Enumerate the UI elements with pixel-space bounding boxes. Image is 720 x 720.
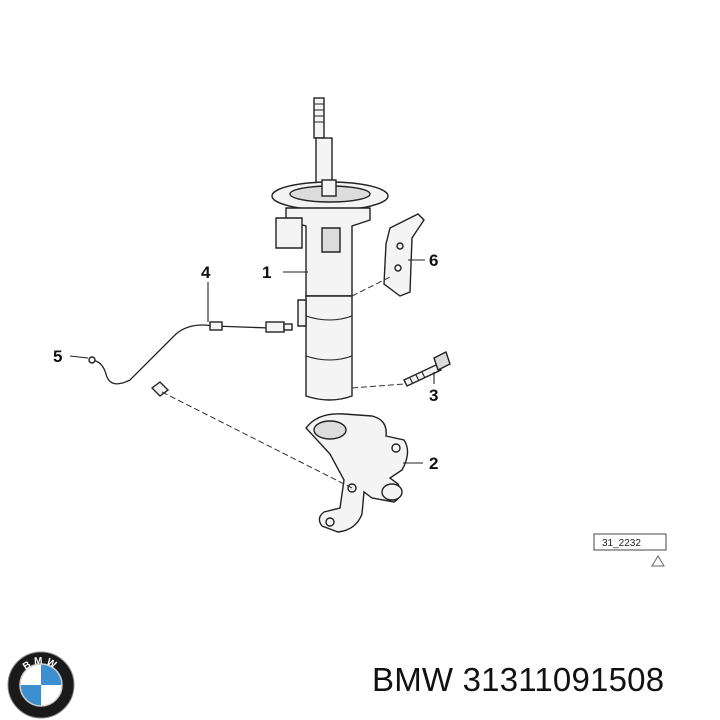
assembly-line — [351, 383, 405, 389]
part-number-caption: BMW 31311091508 — [372, 661, 665, 698]
mounting-bracket — [383, 213, 425, 297]
reference-box: 31_2232 — [593, 533, 667, 567]
callout-3: 3 — [429, 386, 438, 405]
callout-2: 2 — [429, 454, 438, 473]
assembly-line — [351, 275, 393, 297]
warning-triangle-icon — [651, 555, 665, 567]
svg-text:BMW: BMW — [21, 656, 61, 673]
callout-5: 5 — [53, 347, 62, 366]
wear-sensor-wire — [88, 321, 293, 397]
steering-knuckle — [305, 413, 409, 533]
leader-line — [69, 355, 89, 359]
bolt — [403, 351, 451, 387]
callout-4: 4 — [201, 263, 211, 282]
shock-strut — [271, 97, 389, 401]
callout-1: 1 — [262, 263, 271, 282]
bmw-logo: BMW — [7, 651, 75, 719]
reference-code: 31_2232 — [602, 538, 641, 549]
callout-6: 6 — [429, 251, 438, 270]
